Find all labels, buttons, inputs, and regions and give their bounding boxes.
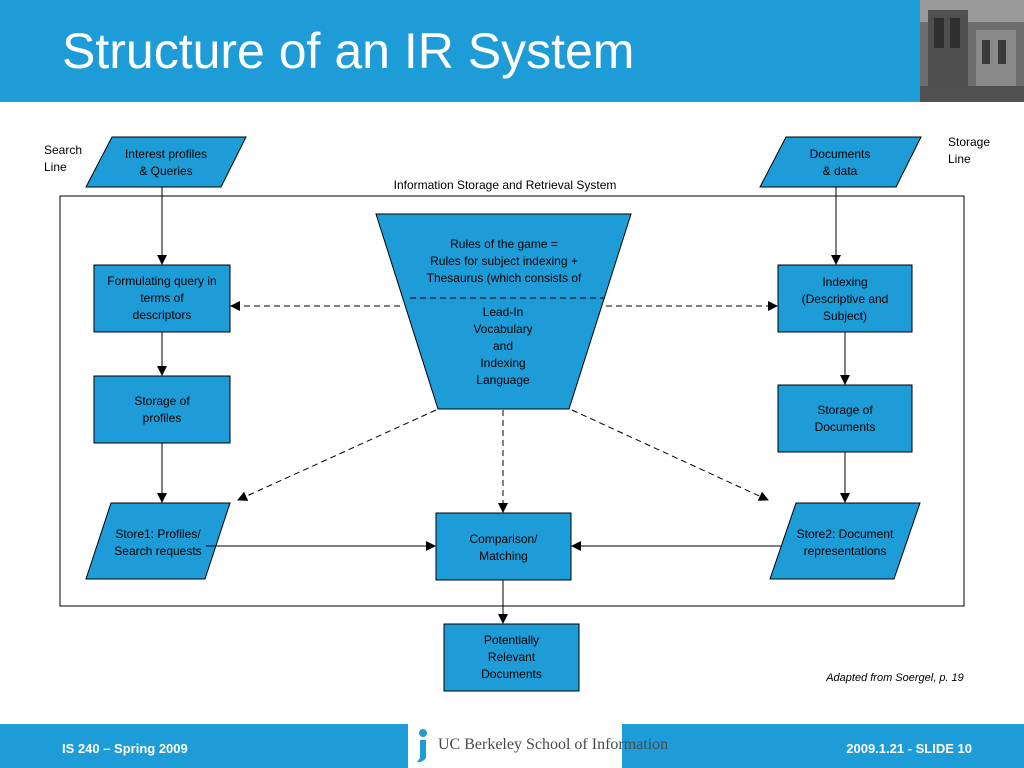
source-note: Adapted from Soergel, p. 19 bbox=[826, 672, 964, 684]
interest-profiles-shape bbox=[85, 136, 247, 188]
rules-top-label: Rules of the game =Rules for subject ind… bbox=[426, 237, 582, 285]
header-bar bbox=[0, 0, 1024, 102]
documents-data-label: Documents& data bbox=[809, 147, 871, 178]
comparison-shape bbox=[435, 512, 572, 581]
dashed-arrow-to-store1 bbox=[237, 409, 437, 501]
footer-course: IS 240 – Spring 2009 bbox=[62, 741, 188, 756]
store2-shape bbox=[769, 502, 921, 580]
system-label: Information Storage and Retrieval System bbox=[393, 178, 617, 192]
dashed-arrow-to-store2 bbox=[571, 409, 769, 501]
comparison-label: Comparison/Matching bbox=[469, 532, 538, 563]
potentially-relevant-shape bbox=[443, 623, 580, 692]
logo-text: UC Berkeley School of Information bbox=[438, 736, 669, 753]
rules-trapezoid bbox=[375, 213, 632, 410]
logo-panel bbox=[408, 724, 622, 768]
interest-profiles-label: Interest profiles& Queries bbox=[124, 147, 208, 178]
system-frame bbox=[59, 195, 965, 607]
storage-profiles-shape bbox=[93, 375, 231, 444]
campus-photo bbox=[920, 0, 1024, 102]
store1-shape bbox=[85, 502, 231, 580]
storage-documents-shape bbox=[777, 384, 913, 453]
documents-data-shape bbox=[759, 136, 922, 188]
footer-slide-number: 2009.1.21 - SLIDE 10 bbox=[846, 741, 972, 756]
information-logo-icon bbox=[417, 729, 427, 763]
page-title: Structure of an IR System bbox=[62, 23, 635, 79]
indexing-shape bbox=[777, 264, 913, 333]
store1-label: Store1: Profiles/Search requests bbox=[114, 527, 202, 558]
